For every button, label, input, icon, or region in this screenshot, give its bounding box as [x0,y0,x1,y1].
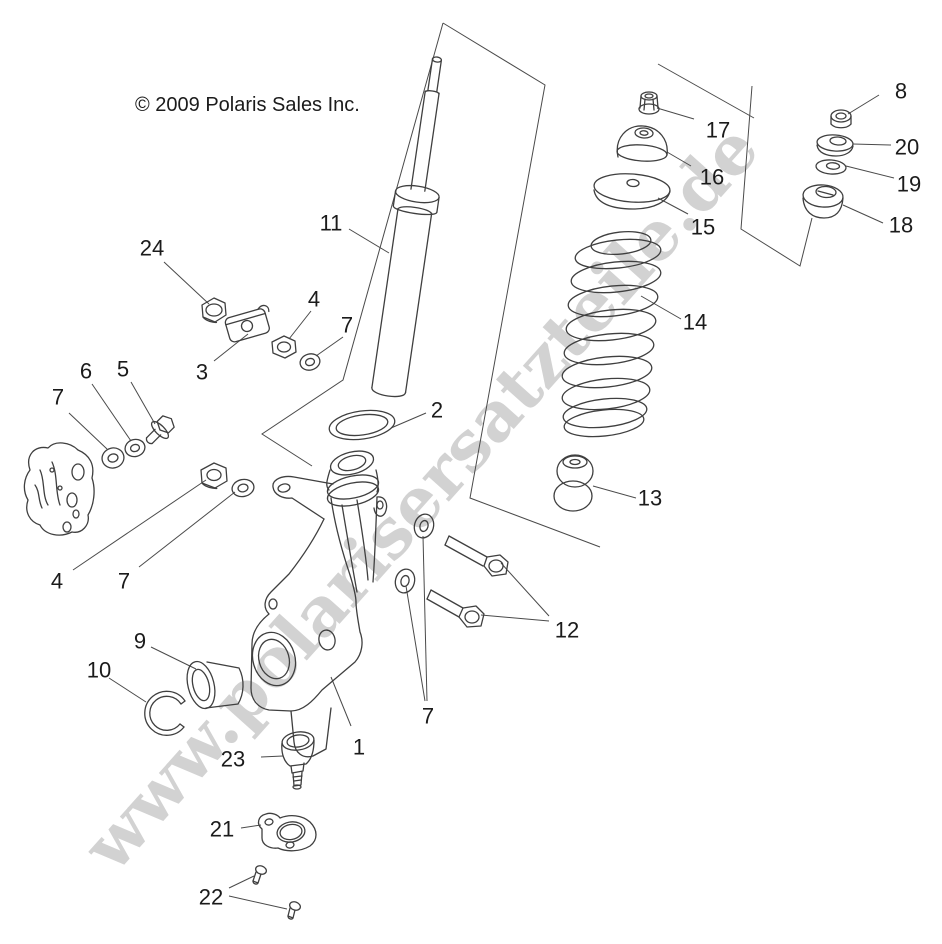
leader-line [228,895,288,910]
leader-line [330,676,352,727]
watermark-text: www.polarisersatzteile.de [67,109,774,887]
callout-23: 23 [221,747,245,772]
leader-line [500,562,550,617]
callout-7d: 7 [422,704,434,729]
part-shock-absorber [371,56,443,398]
part-snap-ring-10 [144,690,186,736]
leader-line [213,333,249,362]
part-screw-22a [252,865,267,885]
leader-line [592,485,637,499]
part-gasket-ring [328,409,396,441]
callout-11: 11 [320,211,343,236]
part-spacer-ring-18 [802,184,844,219]
leader-line [348,228,390,254]
leader-line [108,677,147,703]
callout-3: 3 [196,360,208,385]
part-bolt-12a [444,535,509,577]
callout-21: 21 [210,817,234,842]
part-washer-20 [816,134,854,157]
callout-1: 1 [353,735,365,760]
leader-line [130,381,156,425]
leader-line [842,204,884,224]
callout-12: 12 [555,618,579,643]
callout-20: 20 [895,135,919,160]
leader-line [390,412,427,429]
part-stop-plate [257,812,317,852]
callout-4a: 4 [308,287,320,312]
leader-line [852,143,892,146]
callout-8: 8 [895,79,907,104]
callout-9: 9 [134,629,146,654]
leader-line [260,755,284,758]
part-washer-6 [124,438,146,458]
leader-line [72,479,207,571]
assembly-box-lines [261,22,813,548]
part-spring-retainer [593,173,671,210]
part-dome-cap [616,125,668,162]
part-bushing-9 [186,660,244,710]
part-bolt-12b [426,589,485,628]
part-caliper-bracket [23,442,95,536]
part-nut-4 [271,335,297,359]
part-coil-spring [561,230,662,438]
leader-line [315,336,344,357]
callout-16: 16 [700,165,724,190]
callout-17: 17 [706,118,730,143]
part-washer-7e [394,568,416,594]
leader-line [150,646,197,670]
leader-line [91,383,132,442]
leader-line [422,535,428,702]
part-bump-stop [553,454,594,512]
callout-7c: 7 [118,569,130,594]
leader-line [163,261,210,305]
part-ball-joint [281,731,315,790]
leader-line [138,491,236,568]
part-washer-7c [231,478,255,498]
leader-line [640,295,682,320]
part-screw-22b [287,901,301,920]
part-washer-7b [101,447,125,469]
leader-line [656,107,695,120]
callout-14: 14 [683,310,707,335]
callout-10: 10 [87,658,111,683]
leader-lines [68,94,895,910]
part-bolt-5 [145,415,175,445]
callout-13: 13 [638,486,662,511]
callout-18: 18 [889,213,913,238]
leader-line [228,875,255,889]
leader-line [480,614,550,622]
callout-7b: 7 [52,385,64,410]
part-locknut-8 [830,109,852,129]
part-clip-3 [224,304,270,343]
callout-6: 6 [80,359,92,384]
part-washer-19 [815,159,847,175]
copyright-text: © 2009 Polaris Sales Inc. [135,94,360,116]
leader-line [847,94,880,115]
leader-line [666,151,692,167]
callout-4b: 4 [51,569,63,594]
part-nut-4b [200,462,228,490]
leader-line [288,310,312,340]
leader-line [405,585,426,702]
callout-19: 19 [897,172,921,197]
callout-2: 2 [431,398,443,423]
callout-5: 5 [117,357,129,382]
callout-15: 15 [691,215,715,240]
leader-line [240,824,262,829]
leader-line [68,412,108,450]
callout-labels: 1 2 3 4 4 5 6 7 7 7 7 8 9 10 11 12 13 14… [51,79,921,910]
leader-line [845,165,895,179]
part-washer-7a [299,353,321,371]
callout-22: 22 [199,885,223,910]
part-top-mount-nut [638,91,660,115]
part-nut-24 [201,297,227,324]
callout-24: 24 [140,236,164,261]
part-steering-knuckle [250,450,388,758]
part-washer-7d [413,513,435,539]
callout-7a: 7 [341,313,353,338]
